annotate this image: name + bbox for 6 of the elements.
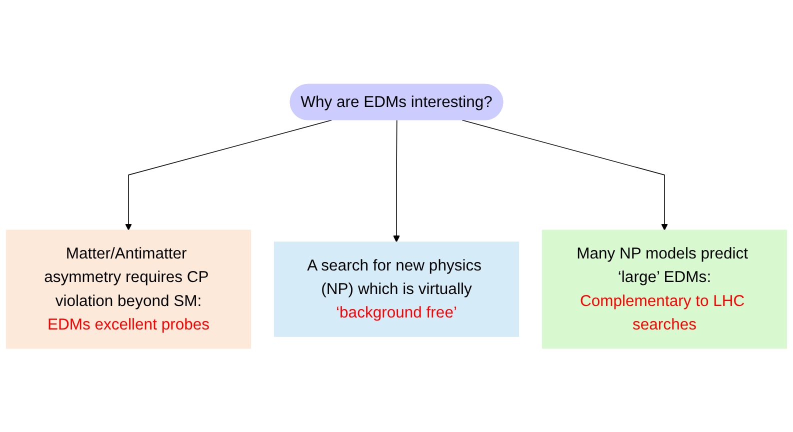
node-box: A search for new physics (NP) which is virtually ‘background free’ <box>274 241 520 337</box>
arrow <box>462 119 668 230</box>
arrow <box>393 119 400 242</box>
arrow <box>125 119 332 230</box>
node-box: Matter/Antimatter asymmetry requires CP violation beyond SM: EDMs excellent probes <box>6 229 252 348</box>
node-box: Many NP models predict ‘large’ EDMs: Complementary to LHC searches <box>542 229 788 348</box>
